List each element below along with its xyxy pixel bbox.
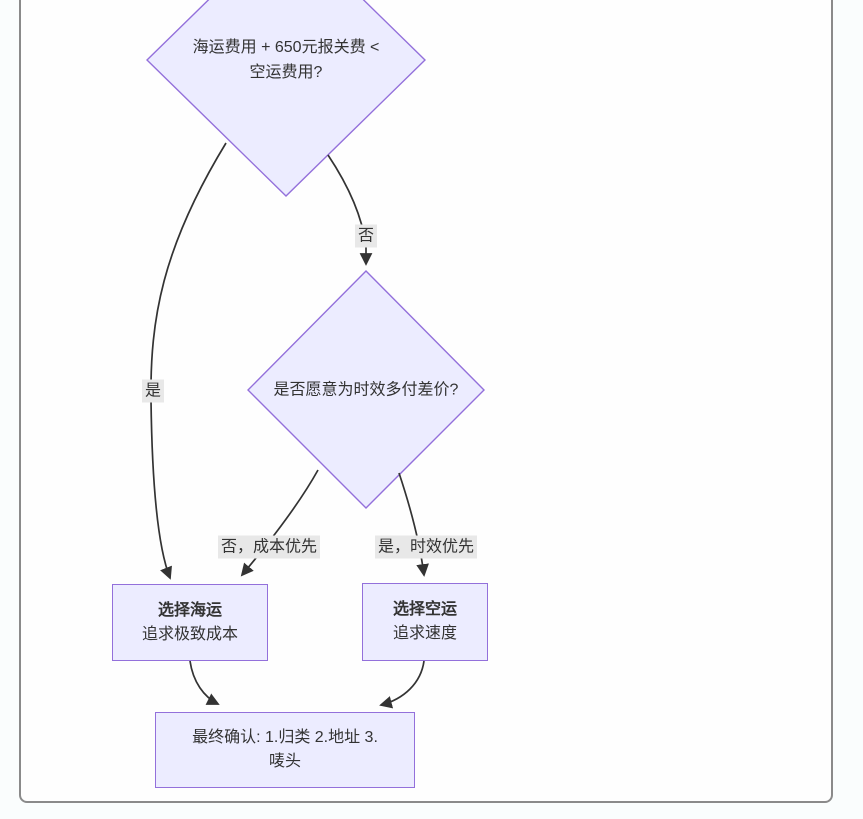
edge-label-yes-speed-first: 是，时效优先 <box>374 535 478 559</box>
edge-label-yes: 是 <box>141 379 165 403</box>
node-final-confirm: 最终确认: 1.归类 2.地址 3. 唛头 <box>155 712 415 788</box>
decision-premium-diamond <box>247 270 485 509</box>
edge-no-cost-first <box>240 469 319 577</box>
decision-cost-label: 海运费用 + 650元报关费 < 空运费用? <box>193 35 380 85</box>
decision-cost-line2: 空运费用? <box>249 64 323 81</box>
edge-yes <box>150 142 227 580</box>
node-choose-air: 选择空运 追求速度 <box>362 583 488 661</box>
decision-premium-label: 是否愿意为时效多付差价? <box>274 378 459 403</box>
node-final-confirm-line2: 唛头 <box>268 753 301 770</box>
node-final-confirm-line1: 最终确认: 1.归类 2.地址 3. <box>192 729 378 746</box>
decision-premium-line1: 是否愿意为时效多付差价? <box>273 381 459 399</box>
edge-sea-to-final <box>189 660 220 705</box>
node-choose-sea-subtitle: 追求极致成本 <box>141 625 238 643</box>
edge-no <box>327 154 373 266</box>
decision-cost-line1: 海运费用 + 650元报关费 < <box>192 39 380 56</box>
node-choose-air-subtitle: 追求速度 <box>392 625 457 642</box>
decision-cost-diamond <box>145 0 427 197</box>
edge-air-to-final <box>379 660 425 709</box>
edge-yes-speed-first <box>398 472 429 577</box>
edge-label-no-cost-first: 否，成本优先 <box>217 535 321 559</box>
node-choose-sea: 选择海运 追求极致成本 <box>112 584 268 661</box>
edge-label-no: 否 <box>354 224 378 248</box>
node-choose-sea-title: 选择海运 <box>157 601 222 619</box>
node-choose-air-title: 选择空运 <box>392 601 457 618</box>
